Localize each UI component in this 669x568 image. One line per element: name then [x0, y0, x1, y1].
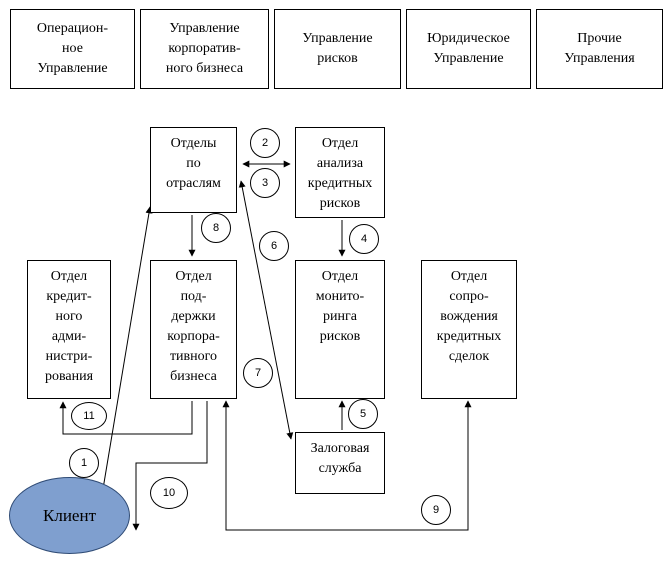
step-7: 7: [243, 358, 273, 388]
dept-legal-label: Юридическое Управление: [427, 31, 510, 66]
unit-collateral-label: Залоговая служба: [310, 441, 370, 476]
unit-credit-admin: Отдел кредит- ного адми- нистри- рования: [27, 260, 111, 399]
unit-credit-analysis-label: Отдел анализа кредитных рисков: [307, 136, 373, 211]
step-11: 11: [71, 402, 107, 430]
step-9: 9: [421, 495, 451, 525]
arrow-11: [59, 401, 193, 435]
dept-other: Прочие Управления: [536, 9, 663, 89]
dept-operations-label: Операцион- ное Управление: [36, 21, 109, 76]
unit-industry-label: Отделы по отраслям: [166, 136, 221, 191]
step-10: 10: [150, 477, 188, 509]
dept-risk-label: Управление рисков: [302, 31, 373, 66]
unit-credit-analysis: Отдел анализа кредитных рисков: [295, 127, 385, 218]
unit-corporate-support: Отдел под- держки корпора- тивного бизне…: [150, 260, 237, 399]
unit-deal-support-label: Отдел сопро- вождения кредитных сделок: [436, 269, 502, 364]
arrow-10: [132, 401, 208, 531]
step-1: 1: [69, 448, 99, 478]
dept-operations: Операцион- ное Управление: [10, 9, 135, 89]
step-6: 6: [259, 231, 289, 261]
unit-collateral: Залоговая служба: [295, 432, 385, 494]
dept-other-label: Прочие Управления: [564, 31, 635, 66]
unit-deal-support: Отдел сопро- вождения кредитных сделок: [421, 260, 517, 399]
client-label: Клиент: [43, 505, 96, 525]
arrow-9: [222, 400, 472, 531]
arrow-1: [102, 206, 153, 490]
unit-industry: Отделы по отраслям: [150, 127, 237, 213]
step-2: 2: [250, 128, 280, 158]
dept-corporate-label: Управление корпоратив- ного бизнеса: [165, 21, 244, 76]
dept-risk: Управление рисков: [274, 9, 401, 89]
step-3: 3: [250, 168, 280, 198]
unit-risk-monitoring: Отдел монито- ринга рисков: [295, 260, 385, 399]
unit-credit-admin-label: Отдел кредит- ного адми- нистри- рования: [44, 269, 94, 384]
arrow-6-7: [238, 180, 294, 440]
dept-corporate: Управление корпоратив- ного бизнеса: [140, 9, 269, 89]
client-node: Клиент: [9, 477, 130, 554]
dept-legal: Юридическое Управление: [406, 9, 531, 89]
step-8: 8: [201, 213, 231, 243]
unit-corporate-support-label: Отдел под- держки корпора- тивного бизне…: [167, 269, 220, 384]
step-5: 5: [348, 399, 378, 429]
step-4: 4: [349, 224, 379, 254]
unit-risk-monitoring-label: Отдел монито- ринга рисков: [315, 269, 365, 344]
